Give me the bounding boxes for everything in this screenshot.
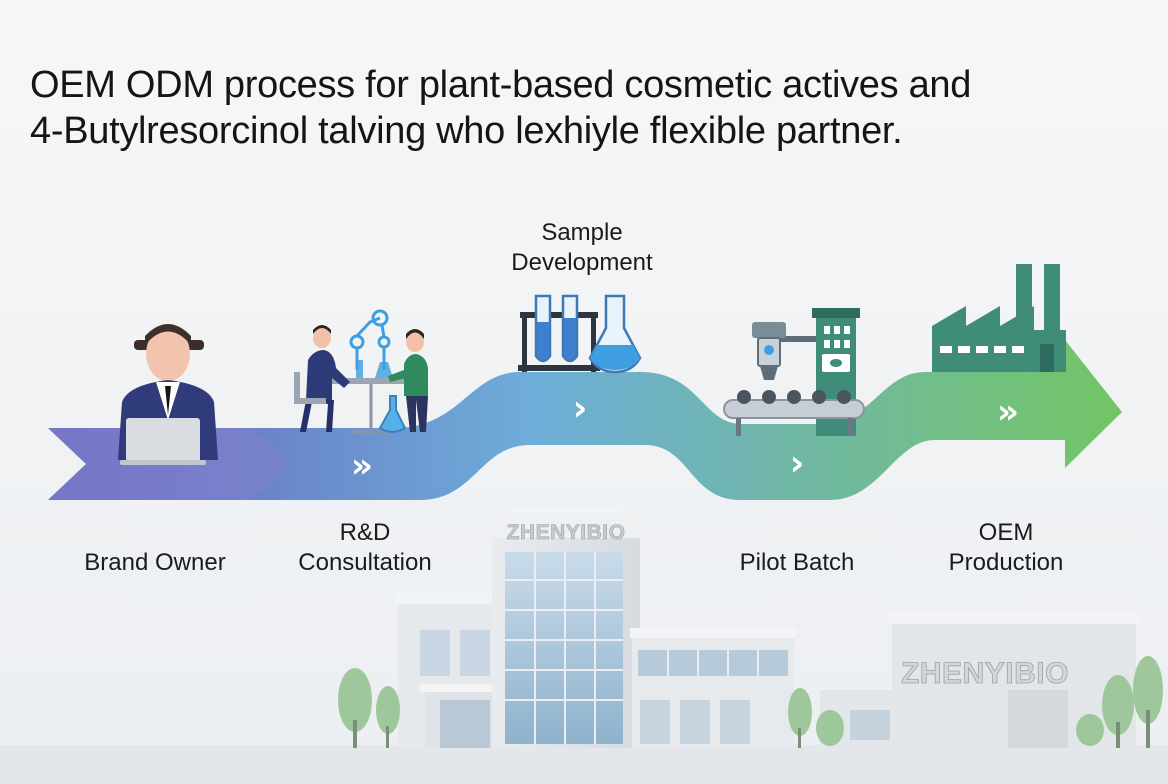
flow-chevron-3: › [790, 443, 805, 484]
step-label-brand-owner: Brand Owner [55, 548, 255, 578]
step-label-rd-consultation: R&D Consultation [265, 518, 465, 578]
process-flow-arrow [48, 340, 1122, 500]
ground [0, 745, 1168, 784]
factory-icon [932, 264, 1066, 372]
step-label-line: Pilot Batch [739, 549, 855, 576]
trees [338, 656, 1163, 748]
step-label-line: Consultation [298, 549, 432, 576]
lab-glassware-icon [518, 294, 642, 374]
side-building-sign: ZHENYIBIO [901, 657, 1069, 690]
step-label-line: Development [511, 249, 653, 276]
pilot-machine-icon [723, 308, 865, 436]
step-label-line: OEM [978, 519, 1034, 546]
flow-chevron-1: » [351, 446, 373, 486]
step-label-sample-development: Sample Development [482, 218, 682, 278]
flow-chevron-4: » [997, 392, 1019, 432]
title-line-2: 4-Butylresorcinol talving who lexhiyle f… [30, 110, 903, 152]
step-label-pilot-batch: Pilot Batch [697, 548, 897, 578]
step-label-line: Sample [541, 219, 623, 246]
step-label-line: R&D [339, 519, 391, 546]
main-building-sign: ZHENYIBIO [507, 521, 626, 544]
step-label-line: Brand Owner [84, 549, 226, 576]
consultation-icon [294, 309, 428, 434]
page-title: OEM ODM process for plant-based cosmetic… [30, 62, 1150, 154]
person-laptop-icon [118, 324, 218, 465]
main-tower-building [492, 506, 640, 748]
step-label-oem-production: OEM Production [906, 518, 1106, 578]
flow-chevron-2: › [573, 388, 588, 429]
buildings-background: ZHENYIBIO ZHENYIBIO [0, 506, 1168, 784]
step-label-line: Production [948, 549, 1064, 576]
title-line-1: OEM ODM process for plant-based cosmetic… [30, 64, 972, 106]
right-wing-building [630, 628, 796, 748]
